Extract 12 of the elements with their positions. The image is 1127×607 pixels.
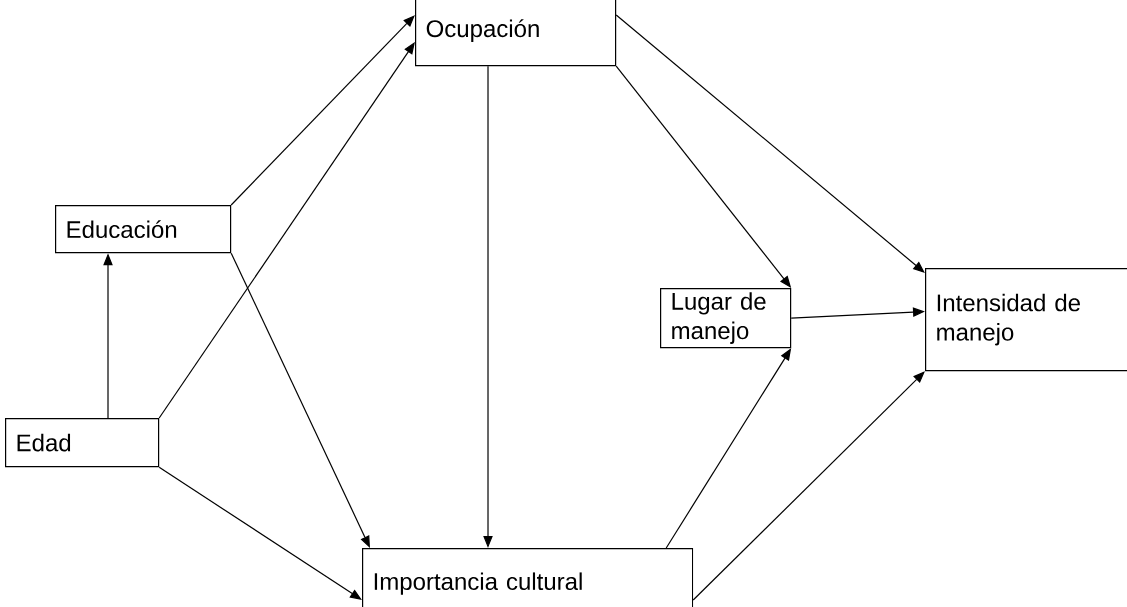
arrow — [230, 252, 370, 548]
process-box: Intensidad de manejo — [925, 268, 1127, 372]
arrow — [230, 15, 415, 206]
arrow — [158, 466, 362, 600]
process-box: Lugar de manejo — [660, 288, 792, 349]
process-box: Educación — [55, 205, 232, 254]
process-box: Edad — [5, 418, 160, 468]
process-box: Ocupación — [415, 0, 617, 67]
arrow — [615, 14, 925, 273]
process-box: Importancia cultural — [362, 548, 694, 607]
arrow — [158, 42, 415, 419]
arrow — [692, 371, 925, 601]
